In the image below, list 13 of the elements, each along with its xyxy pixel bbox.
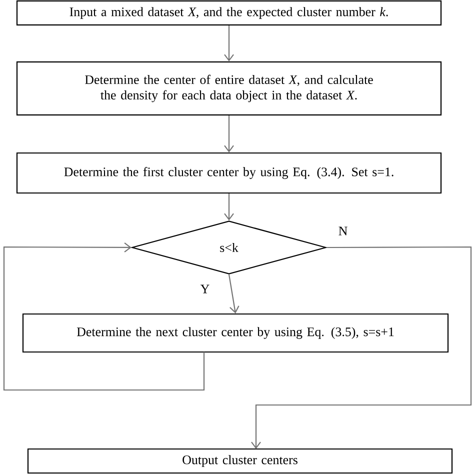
process-box: Determine the first cluster center by using Eq. (3.4). Set s=1. (16, 152, 442, 194)
process-box: Input a mixed dataset X, and the expected cluster number k. (16, 0, 442, 26)
arrow (3, 242, 205, 391)
process-box: Determine the center of entire dataset X, and calculate the density for each data object in the dataset X. (16, 61, 442, 116)
arrow (224, 116, 234, 152)
edge-label: N (337, 226, 349, 236)
arrow (224, 194, 234, 220)
process-box: Output cluster centers (27, 448, 453, 474)
arrow (224, 26, 234, 62)
arrow (228, 274, 240, 314)
edge-label: Y (199, 284, 211, 294)
arrow (251, 246, 472, 449)
process-box: Determine the next cluster center by using Eq. (3.5), s=s+1 (22, 313, 449, 353)
